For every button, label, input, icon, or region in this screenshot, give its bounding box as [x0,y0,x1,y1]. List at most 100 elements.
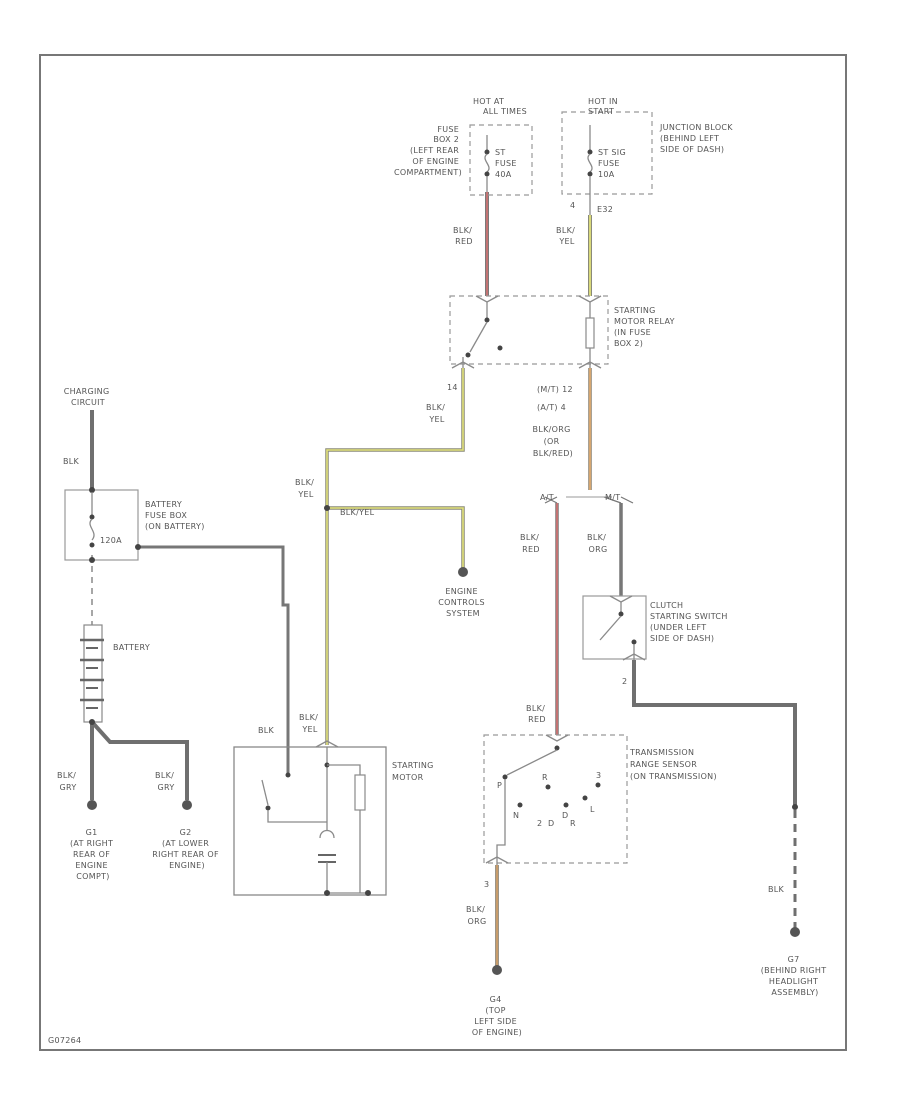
motor-switch-arm [261,779,269,806]
range-sensor-r-dot [545,784,551,790]
g7-connector-dot [792,804,798,810]
battery-symbol [80,624,104,723]
range-sensor-l-dot [582,795,588,801]
hot-in-start-label: HOT IN START [588,97,621,116]
gear-letter-r2: R [570,819,576,828]
splice-dot [324,505,330,511]
ground-g4-terminal [492,965,502,975]
pin-e32-label: E32 [597,205,613,214]
ground-g2-terminal [182,800,192,810]
fuse-st-label: ST FUSE 40A [495,148,520,179]
gear-letter-3: 3 [596,771,601,780]
engine-controls-label: ENGINE CONTROLS SYSTEM [438,587,487,618]
gear-letter-2: 2 [537,819,542,828]
range-sensor-n-dot [517,802,523,808]
motor-battery-dot [285,772,291,778]
motor-armature-arc [319,829,335,839]
fuse-st-sig-element [587,153,593,173]
ground-g4-label: G4 (TOP LEFT SIDE OF ENGINE) [472,995,522,1037]
range-sensor-switch-arm [506,749,558,776]
battery-fuse-box-label: BATTERY FUSE BOX (ON BATTERY) [145,500,205,531]
clutch-output-dot [631,639,637,645]
engine-controls-terminal [458,567,468,577]
wire-blk-red-1-label: BLK/ RED [453,226,475,246]
motor-switch-dot [265,805,271,811]
transmission-range-sensor [483,734,628,864]
relay-switch-dot [465,352,471,358]
range-sensor-d-dot [563,802,569,808]
wire-blk-3-label: BLK [768,885,785,894]
fuse-st-sig-bottom-dot [587,171,593,177]
relay-contact-dot [484,317,490,323]
starting-motor-relay [449,295,609,365]
junction-block-label: JUNCTION BLOCK (BEHIND LEFT SIDE OF DASH… [659,123,736,154]
wire-blk-gry-2-label: BLK/ GRY [155,771,177,792]
relay-connector-left [475,295,499,303]
fuse-st-bottom-dot [484,171,490,177]
relay-coil-dot [497,345,503,351]
fuse-120a-label: 120A [100,536,122,545]
fuse-st-top-dot [484,149,490,155]
battery-fuse-output-dot [135,544,141,550]
at-label: A/T [540,493,554,502]
gear-letter-n: N [513,811,519,820]
figure-id-label: G07264 [48,1036,81,1045]
range-sensor-bottom-connector [485,856,509,864]
battery-fuse-lower-dot [89,542,95,548]
ground-g1-label: G1 (AT RIGHT REAR OF ENGINE COMPT) [70,828,116,881]
motor-coil [354,774,366,811]
range-sensor-output-wire [496,779,506,865]
clutch-contact-dot [618,611,624,617]
clutch-starting-switch [582,595,647,660]
diagram-border [39,54,847,1051]
wire-blk-yel-3-label: BLK/ YEL [295,478,317,499]
at-mt-split [544,496,634,504]
battery-fuse-bottom-dot [89,557,95,563]
relay-coil [585,317,595,349]
wire-blk-gry-g2 [90,720,189,800]
range-sensor-p-dot [502,774,508,780]
starting-motor-relay-label: STARTING MOTOR RELAY (IN FUSE BOX 2) [614,306,678,348]
wire-blk-yel-to-engine-controls [327,506,465,568]
battery-fuse-top-dot [89,487,95,493]
starting-motor-label: STARTING MOTOR [392,761,436,782]
motor-connector [315,740,339,748]
transmission-range-sensor-label: TRANSMISSION RANGE SENSOR (ON TRANSMISSI… [629,748,717,781]
wire-blk-yel-1-label: BLK/ YEL [556,226,578,246]
battery-label: BATTERY [113,643,150,652]
pin-3-label: 3 [484,880,489,889]
wire-blk-red-3-label: BLK/ RED [526,704,548,724]
wire-blk-fuse-to-starter [138,545,290,775]
range-sensor-common-dot [554,745,560,751]
wire-blk-2-label: BLK [258,726,275,735]
battery-fuse-box [64,489,139,561]
wire-blk-yel-relay-to-motor [325,368,465,745]
wire-blk-yel-4-label: BLK/YEL [340,508,375,517]
mt-label: M/T [605,493,620,502]
wire-blk-red-2-label: BLK/ RED [520,533,542,554]
pin-4-label: 4 [570,201,575,210]
range-sensor-3-dot [595,782,601,788]
relay-switch-arm [469,321,488,353]
battery-negative-dot [89,719,95,725]
ground-g7-terminal [790,927,800,937]
clutch-switch-arm [599,615,622,641]
motor-switch-wire [267,810,327,823]
fuse-box-2-label: FUSE BOX 2 (LEFT REAR OF ENGINE COMPARTM… [394,125,462,177]
relay-bottom-connector-right [578,361,602,369]
gear-letter-p: P [497,781,502,790]
ground-g1-terminal [87,800,97,810]
fuse-st-sig-label: ST SIG FUSE 10A [598,148,629,179]
pin-2-label: 2 [622,677,627,686]
fuse-st-sig-top-dot [587,149,593,155]
clutch-connector [609,595,633,603]
wire-blk-yel-5-label: BLK/ YEL [299,713,321,734]
wire-blk-1-label: BLK [63,457,80,466]
fuse-st-element [484,153,490,173]
wire-yellow-stripe-2 [326,368,464,745]
wire-blk-org-label: BLK/ORG (OR BLK/RED) [533,425,574,458]
wire-blk-org-3-label: BLK/ ORG [466,905,488,926]
junction-block [561,111,653,195]
mt-at-label: (M/T) 12 (A/T) 4 [537,385,576,412]
